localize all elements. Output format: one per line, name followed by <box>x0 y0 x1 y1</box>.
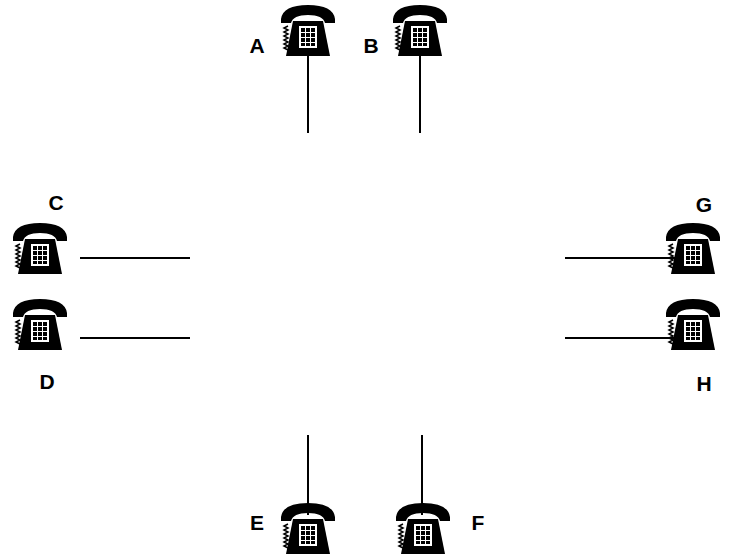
phone-label: F <box>472 512 485 533</box>
telephone-icon <box>666 223 720 274</box>
telephone-icon <box>281 5 335 56</box>
telephone-icon <box>396 503 450 554</box>
phone-label: E <box>250 512 264 533</box>
phone-label: C <box>48 192 63 213</box>
telephone-icon <box>281 503 335 554</box>
telephone-icon <box>666 299 720 350</box>
phone-label: A <box>249 35 264 56</box>
phone-label: G <box>696 194 712 215</box>
wire <box>80 257 190 259</box>
phone-label: B <box>363 35 378 56</box>
phone-label: D <box>39 371 54 392</box>
wire <box>421 435 423 515</box>
telephone-icon <box>393 5 447 56</box>
telephone-icon <box>13 223 67 274</box>
wire <box>565 257 675 259</box>
wire <box>565 337 675 339</box>
telephone-icon <box>13 299 67 350</box>
wire <box>419 55 421 133</box>
phone-label: H <box>696 373 711 394</box>
wire <box>80 337 190 339</box>
wire <box>307 55 309 133</box>
